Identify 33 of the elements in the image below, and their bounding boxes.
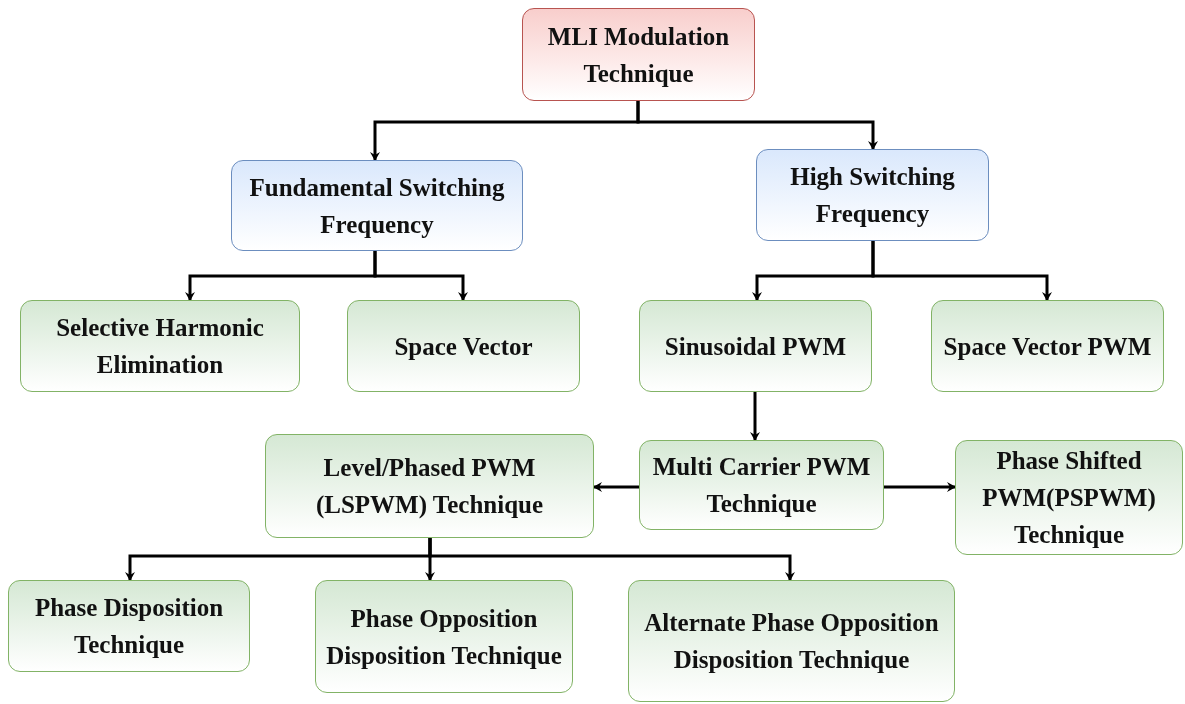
arrow <box>373 251 468 301</box>
box-label: MLI Modulation Technique <box>546 21 731 89</box>
process-box <box>639 440 884 530</box>
process-box <box>756 149 989 241</box>
process-box <box>265 434 594 538</box>
arrow <box>871 241 1052 301</box>
box-label: Selective Harmonic Elimination <box>55 313 265 380</box>
box-label: Space Vector <box>394 331 533 362</box>
box-label: Fundamental Switching Frequency <box>248 172 506 240</box>
box-label: Multi Carrier PWM Technique <box>651 452 872 519</box>
arrow <box>636 101 878 150</box>
arrow <box>750 392 760 441</box>
process-box <box>522 8 755 101</box>
process-box <box>931 300 1164 392</box>
process-box <box>231 160 523 251</box>
process-box <box>315 580 573 693</box>
box-label: Space Vector PWM <box>943 331 1152 362</box>
box-label: Phase Opposition Disposition Technique <box>325 603 563 671</box>
arrow <box>593 482 639 492</box>
process-box <box>955 440 1183 555</box>
box-label: Phase Disposition Technique <box>33 593 225 660</box>
arrow <box>428 538 795 581</box>
box-label: Sinusoidal PWM <box>664 331 847 362</box>
process-box <box>8 580 250 672</box>
box-label: Alternate Phase Opposition Disposition Technique <box>643 608 940 675</box>
process-box <box>20 300 300 392</box>
process-box <box>347 300 580 392</box>
box-label: Level/Phased PWM (LSPWM) Technique <box>314 453 545 521</box>
process-box <box>628 580 955 702</box>
process-box <box>639 300 872 392</box>
arrow <box>884 482 956 492</box>
box-label: High Switching Frequency <box>789 162 956 229</box>
box-label: Phase Shifted PWM(PSPWM) Technique <box>981 446 1157 550</box>
